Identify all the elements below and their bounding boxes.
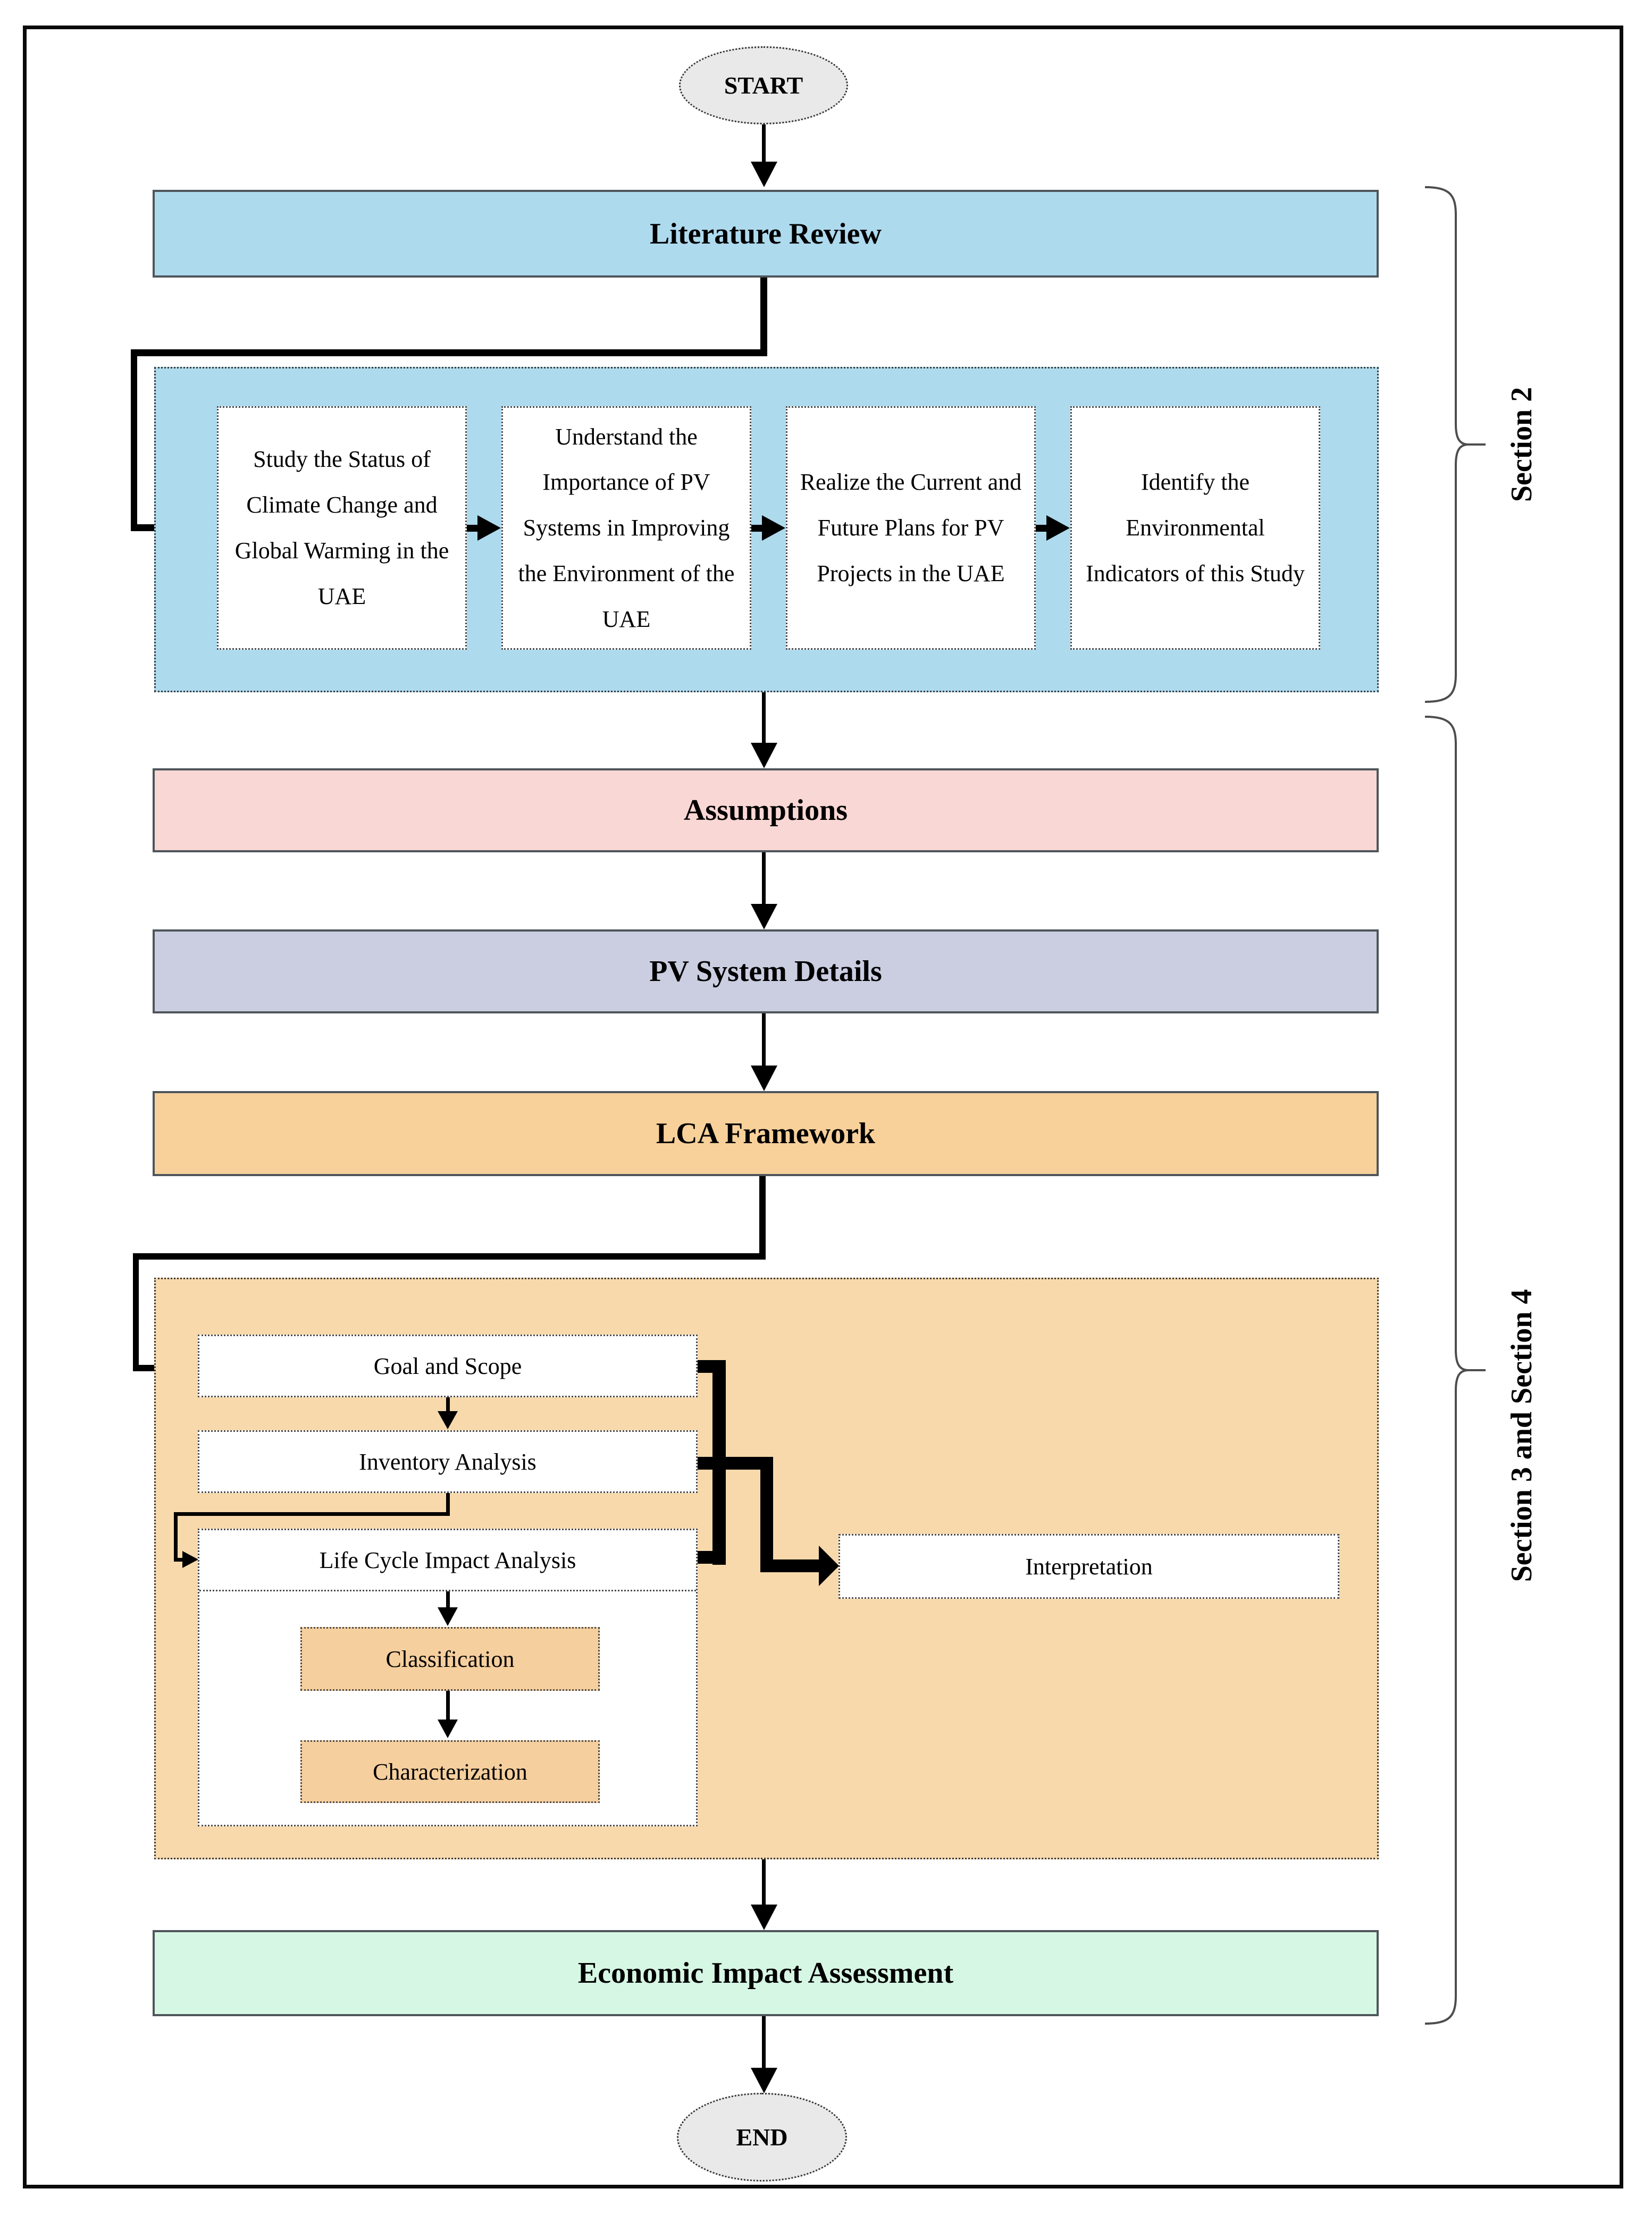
literature-step-4: Identify the Environmental Indicators of…	[1070, 406, 1320, 650]
section-2-text: Section 2	[1505, 387, 1538, 502]
assumptions-bar: Assumptions	[153, 768, 1379, 852]
arrow-goal-to-inventory	[446, 1397, 450, 1412]
elbow-literature-v2	[131, 349, 137, 531]
interpretation-label: Interpretation	[1025, 1553, 1153, 1580]
start-terminator: START	[679, 46, 848, 124]
arrow-lca-to-economic-head	[751, 1905, 777, 1930]
elbow-literature-v1	[760, 278, 767, 356]
sections-3-4-label: Section 3 and Section 4	[1505, 1289, 1539, 1582]
arrow-classification-to-characterization-head	[438, 1720, 458, 1738]
section-2-label: Section 2	[1505, 387, 1539, 502]
arrow-pv-to-lca-head	[751, 1066, 777, 1091]
elbow-inventory-h1	[174, 1512, 450, 1516]
outer-frame	[23, 26, 1623, 2188]
economic-impact-label: Economic Impact Assessment	[577, 1957, 954, 1990]
elbow-literature-h1	[131, 349, 767, 356]
end-terminator: END	[677, 2093, 847, 2182]
goal-and-scope-box: Goal and Scope	[198, 1335, 698, 1397]
arrow-classification-to-characterization	[446, 1691, 450, 1721]
arrow-assumptions-to-pv	[762, 852, 766, 904]
arrow-step3-step4-head	[1046, 515, 1070, 541]
elbow-inventory-head	[182, 1551, 198, 1568]
economic-impact-bar: Economic Impact Assessment	[153, 1930, 1379, 2016]
arrow-start-to-literature	[762, 124, 766, 163]
lca-framework-label: LCA Framework	[656, 1117, 876, 1150]
lca-framework-bar: LCA Framework	[153, 1091, 1379, 1176]
arrow-economic-to-end-head	[751, 2068, 777, 2093]
elbow-lca-v1	[759, 1176, 766, 1260]
elbow-inventory-v2	[174, 1512, 178, 1561]
literature-step-2: Understand the Importance of PV Systems …	[501, 406, 751, 650]
classification-box: Classification	[300, 1627, 600, 1691]
arrow-economic-to-end	[762, 2016, 766, 2068]
lcia-label: Life Cycle Impact Analysis	[319, 1547, 576, 1573]
inventory-analysis-label: Inventory Analysis	[359, 1448, 536, 1475]
arrow-literature-to-assumptions-head	[751, 743, 777, 768]
pv-system-details-label: PV System Details	[649, 955, 882, 988]
characterization-label: Characterization	[373, 1758, 527, 1785]
arrow-step1-step2-head	[477, 515, 501, 541]
connector-vertical-bar-2	[760, 1457, 773, 1572]
literature-step-1: Study the Status of Climate Change and G…	[217, 406, 467, 650]
literature-review-label: Literature Review	[650, 217, 882, 250]
arrow-start-to-literature-head	[751, 162, 777, 187]
characterization-box: Characterization	[300, 1740, 600, 1803]
literature-review-bar: Literature Review	[153, 190, 1379, 278]
connector-interpretation-shaft	[760, 1559, 820, 1572]
elbow-lca-h1	[133, 1253, 766, 1260]
arrow-assumptions-to-pv-head	[751, 904, 777, 929]
elbow-inventory-v1	[446, 1493, 450, 1516]
sections-3-4-text: Section 3 and Section 4	[1505, 1289, 1538, 1582]
goal-and-scope-label: Goal and Scope	[373, 1353, 522, 1379]
arrow-step1-step2	[467, 525, 479, 532]
arrow-lca-to-economic	[762, 1859, 766, 1906]
interpretation-box: Interpretation	[838, 1534, 1339, 1599]
connector-lcia-stub	[698, 1551, 726, 1564]
connector-interpretation-head	[819, 1546, 839, 1586]
literature-step-1-label: Study the Status of Climate Change and G…	[234, 446, 449, 609]
literature-step-3: Realize the Current and Future Plans for…	[786, 406, 1036, 650]
pv-system-details-bar: PV System Details	[153, 929, 1379, 1013]
arrow-step2-step3-head	[762, 515, 785, 541]
inventory-analysis-box: Inventory Analysis	[198, 1430, 698, 1493]
literature-step-4-label: Identify the Environmental Indicators of…	[1086, 469, 1305, 586]
end-label: END	[736, 2124, 788, 2151]
lcia-label-row: Life Cycle Impact Analysis	[199, 1530, 696, 1591]
arrow-goal-to-inventory-head	[438, 1411, 458, 1429]
arrow-step3-step4	[1036, 525, 1047, 532]
classification-label: Classification	[385, 1646, 515, 1672]
arrow-lcia-to-classification-head	[438, 1607, 458, 1626]
start-label: START	[724, 72, 803, 99]
arrow-pv-to-lca	[762, 1013, 766, 1066]
literature-step-2-label: Understand the Importance of PV Systems …	[518, 423, 735, 632]
elbow-inventory-h2	[174, 1558, 183, 1562]
elbow-lca-v2	[133, 1253, 139, 1371]
arrow-literature-to-assumptions	[762, 692, 766, 744]
literature-step-3-label: Realize the Current and Future Plans for…	[800, 469, 1022, 586]
arrow-step2-step3	[751, 525, 763, 532]
arrow-lcia-to-classification	[446, 1591, 450, 1608]
assumptions-label: Assumptions	[683, 794, 848, 827]
